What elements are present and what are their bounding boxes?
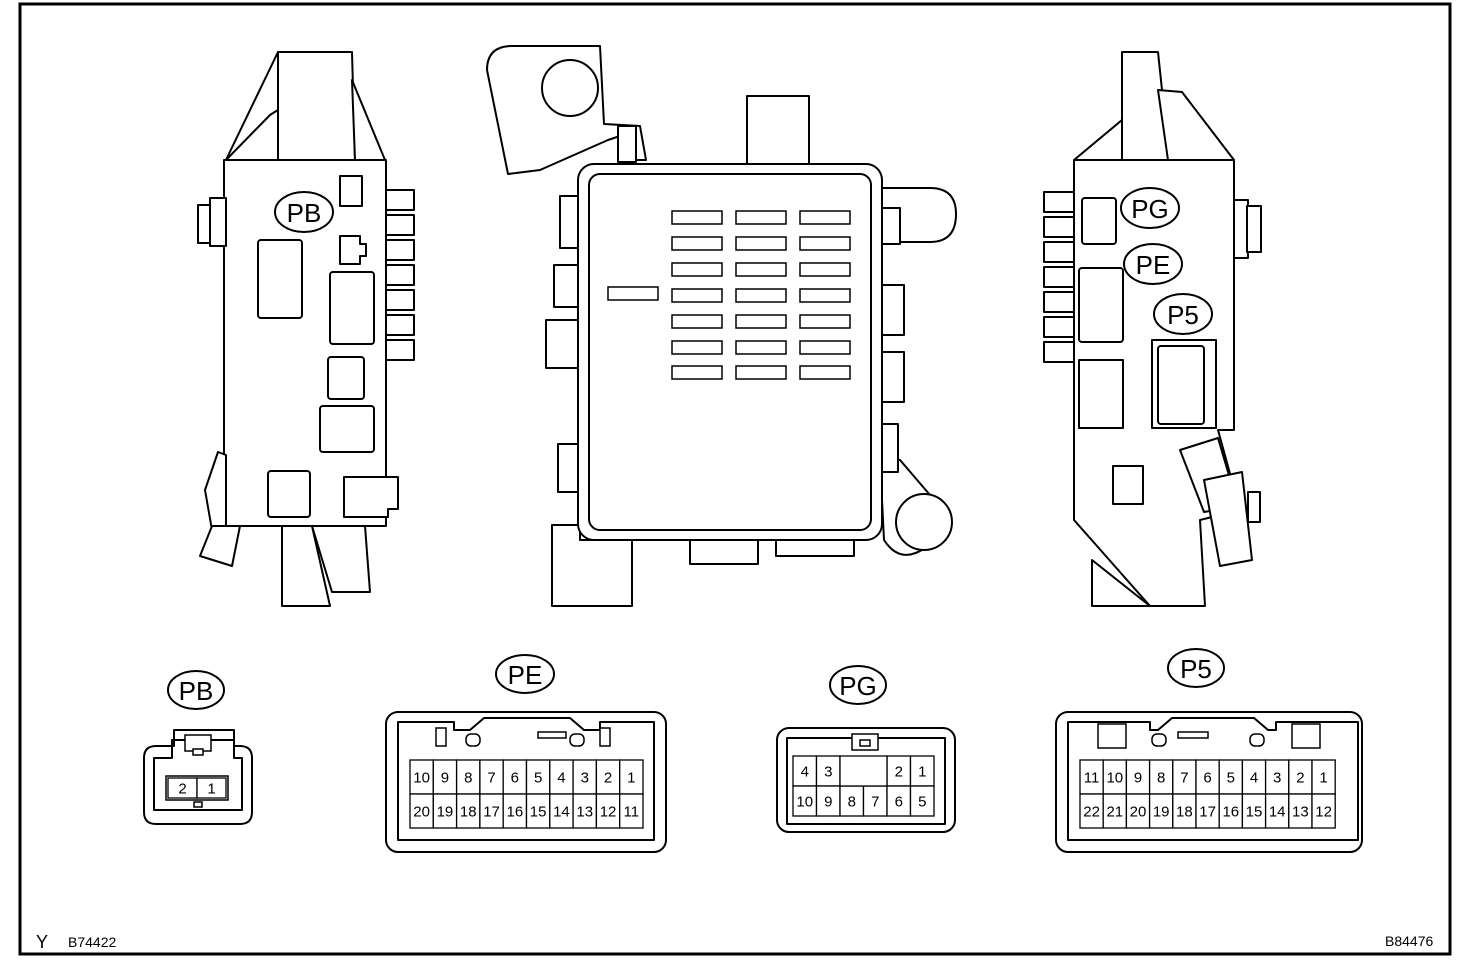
pin-cell-pg-5: [909, 785, 935, 817]
pin-blank-pg: [839, 755, 888, 787]
pin-label-pe-12: 12: [600, 804, 617, 821]
pin-label-pe-4: 4: [557, 770, 565, 787]
pin-label-pe-6: 6: [511, 770, 519, 787]
footer-right-ref: B84476: [1385, 933, 1433, 949]
pin-label-pg-8: 8: [848, 794, 856, 811]
pin-label-p5-8: 8: [1157, 770, 1165, 787]
pin-label-p5-9: 9: [1134, 770, 1142, 787]
pin-label-p5-4: 4: [1250, 770, 1258, 787]
pin-label-p5-14: 14: [1269, 804, 1286, 821]
footer-left-ref: B74422: [68, 934, 116, 950]
pin-label-pe-9: 9: [441, 770, 449, 787]
pin-label-pe-2: 2: [604, 770, 612, 787]
pin-label-pe-18: 18: [460, 804, 477, 821]
pin-label-pe-1: 1: [627, 770, 635, 787]
pin-label-pe-7: 7: [487, 770, 495, 787]
pin-label-p5-21: 21: [1106, 804, 1123, 821]
pin-label-pe-13: 13: [576, 804, 593, 821]
pin-label-p5-22: 22: [1083, 804, 1100, 821]
pin-cell-pe-11: [619, 793, 644, 829]
connector-p5-label: P5: [1180, 654, 1212, 684]
pin-label-pe-19: 19: [437, 804, 454, 821]
connector-pe-label: PE: [508, 660, 543, 690]
fuse-slots: [671, 210, 851, 380]
junction-block-right-view: [1043, 51, 1262, 607]
pin-label-pg-1: 1: [918, 764, 926, 781]
pin-label-p5-13: 13: [1292, 804, 1309, 821]
junction-block-top-view: [486, 45, 957, 607]
pin-label-p5-15: 15: [1246, 804, 1263, 821]
pin-label-pe-20: 20: [413, 804, 430, 821]
pin-label-pb-2: 2: [178, 781, 186, 798]
junction-block-left-view: [197, 51, 415, 607]
label-p5-top-text: P5: [1167, 300, 1199, 330]
pin-label-pe-17: 17: [483, 804, 500, 821]
pin-label-pg-10: 10: [796, 794, 813, 811]
pin-label-pg-7: 7: [871, 794, 879, 811]
pin-label-p5-7: 7: [1180, 770, 1188, 787]
pin-label-p5-12: 12: [1315, 804, 1332, 821]
pin-label-p5-5: 5: [1227, 770, 1235, 787]
connector-pg-label: PG: [839, 671, 877, 701]
pin-label-p5-19: 19: [1153, 804, 1170, 821]
label-pg-top-text: PG: [1131, 194, 1169, 224]
footer-code-letter: Y: [36, 932, 48, 952]
pin-label-p5-6: 6: [1203, 770, 1211, 787]
pin-label-pg-2: 2: [895, 764, 903, 781]
pin-label-pe-15: 15: [530, 804, 547, 821]
pin-label-pe-14: 14: [553, 804, 570, 821]
pin-label-pe-10: 10: [413, 770, 430, 787]
pin-label-p5-11: 11: [1084, 770, 1100, 787]
label-pe-top-text: PE: [1136, 250, 1171, 280]
label-pb-top: PB: [274, 191, 334, 233]
pin-label-p5-3: 3: [1273, 770, 1281, 787]
pin-label-p5-1: 1: [1319, 770, 1327, 787]
label-p5-top: P5: [1153, 293, 1213, 335]
pin-label-p5-18: 18: [1176, 804, 1193, 821]
pin-label-pe-16: 16: [507, 804, 524, 821]
pin-label-pg-3: 3: [824, 764, 832, 781]
pin-label-p5-20: 20: [1130, 804, 1147, 821]
label-pg-top: PG: [1120, 187, 1180, 229]
pin-label-p5-10: 10: [1106, 770, 1123, 787]
pin-label-p5-2: 2: [1296, 770, 1304, 787]
pin-cell-pb-1: [196, 777, 227, 799]
pin-label-p5-16: 16: [1222, 804, 1239, 821]
pin-label-pg-4: 4: [801, 764, 809, 781]
pin-label-pe-5: 5: [534, 770, 542, 787]
pin-label-pg-5: 5: [918, 794, 926, 811]
pin-label-pg-6: 6: [895, 794, 903, 811]
pin-label-p5-17: 17: [1199, 804, 1216, 821]
pin-label-pg-9: 9: [824, 794, 832, 811]
pin-label-pe-3: 3: [581, 770, 589, 787]
pin-cell-p5-12: [1311, 793, 1336, 829]
label-pe-top: PE: [1123, 243, 1183, 285]
pin-label-pb-1: 1: [207, 781, 215, 798]
connector-pb-label: PB: [179, 676, 214, 706]
label-pb-top-text: PB: [287, 198, 322, 228]
pin-label-pe-8: 8: [464, 770, 472, 787]
pin-label-pe-11: 11: [624, 804, 640, 821]
